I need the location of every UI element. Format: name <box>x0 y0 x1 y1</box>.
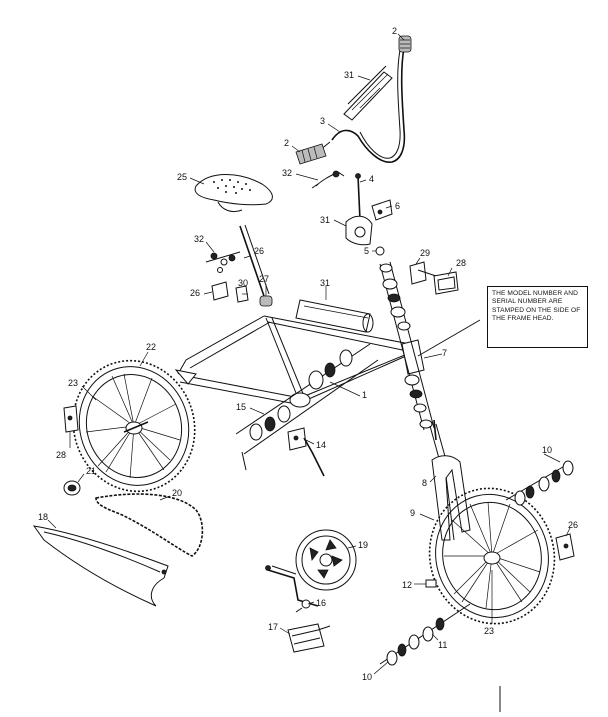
callout-15: 15 <box>236 402 246 412</box>
leader-lines <box>47 33 571 675</box>
callout-28: 28 <box>56 450 66 460</box>
callout-18: 18 <box>38 512 48 522</box>
frame <box>174 315 481 408</box>
front-hub-parts-upper <box>505 460 574 506</box>
grip-left <box>295 143 327 165</box>
seat-post <box>239 224 270 297</box>
fork <box>429 419 471 541</box>
stem-bolt <box>355 173 361 221</box>
pedal <box>287 623 331 653</box>
callout-19: 19 <box>358 540 368 550</box>
brake-lever <box>311 170 345 189</box>
callout-31: 31 <box>344 70 354 80</box>
headset-nut <box>375 246 385 256</box>
callout-32: 32 <box>194 234 204 244</box>
callout-labels: 2 31 3 2 32 4 25 6 31 5 29 28 32 26 26 3… <box>38 26 578 682</box>
callout-29: 29 <box>420 248 430 258</box>
chainring <box>295 529 357 591</box>
callout-4: 4 <box>369 174 374 184</box>
seat <box>194 174 273 213</box>
callout-3: 3 <box>320 116 325 126</box>
side-reflector <box>555 533 575 561</box>
callout-26: 26 <box>254 246 264 256</box>
stem-pad <box>345 215 373 246</box>
handlebar-pad <box>343 65 393 121</box>
callout-20: 20 <box>172 488 182 498</box>
chain <box>95 493 204 557</box>
front-reflector <box>433 271 459 295</box>
callout-27: 27 <box>259 274 269 284</box>
callout-21: 21 <box>86 466 96 476</box>
callout-2: 2 <box>284 138 289 148</box>
callout-17: 17 <box>268 622 278 632</box>
callout-10: 10 <box>362 672 372 682</box>
top-tube-pad <box>295 299 374 333</box>
model-number-note: THE MODEL NUMBER AND SERIAL NUMBER ARE S… <box>487 286 588 348</box>
callout-16: 16 <box>316 598 326 608</box>
callout-26: 26 <box>190 288 200 298</box>
kickstand <box>287 427 325 477</box>
callout-22: 22 <box>146 342 156 352</box>
callout-23: 23 <box>68 378 78 388</box>
callout-30: 30 <box>238 278 248 288</box>
axle-nut <box>425 579 437 588</box>
callout-6: 6 <box>395 201 400 211</box>
callout-1: 1 <box>362 390 367 400</box>
callout-5: 5 <box>364 246 369 256</box>
callout-31: 31 <box>320 278 330 288</box>
front-wheel <box>428 487 556 625</box>
freewheel <box>63 480 81 496</box>
callout-14: 14 <box>316 440 326 450</box>
seat-clamp <box>205 251 241 273</box>
reflector-bracket <box>409 261 437 285</box>
callout-7: 7 <box>442 348 447 358</box>
rear-wheel <box>72 359 196 493</box>
crank-nut <box>295 599 311 613</box>
rear-reflector <box>63 405 79 433</box>
callout-8: 8 <box>422 478 427 488</box>
front-hub-parts-lower <box>379 603 471 666</box>
callout-32: 32 <box>282 168 292 178</box>
seat-washer <box>211 281 229 301</box>
callout-9: 9 <box>410 508 415 518</box>
bottom-bracket <box>235 343 379 471</box>
chain-guard <box>32 525 169 607</box>
callout-23: 23 <box>484 626 494 636</box>
seat-clamp-bolt <box>259 295 273 307</box>
grip-top <box>398 35 412 53</box>
callout-28: 28 <box>456 258 466 268</box>
callout-2: 2 <box>392 26 397 36</box>
callout-31: 31 <box>320 215 330 225</box>
callout-12: 12 <box>402 580 412 590</box>
callout-26: 26 <box>568 520 578 530</box>
callout-25: 25 <box>177 172 187 182</box>
headset-stack <box>379 261 435 431</box>
callout-10: 10 <box>542 445 552 455</box>
callout-11: 11 <box>438 640 447 650</box>
stem-clamp <box>371 199 393 221</box>
